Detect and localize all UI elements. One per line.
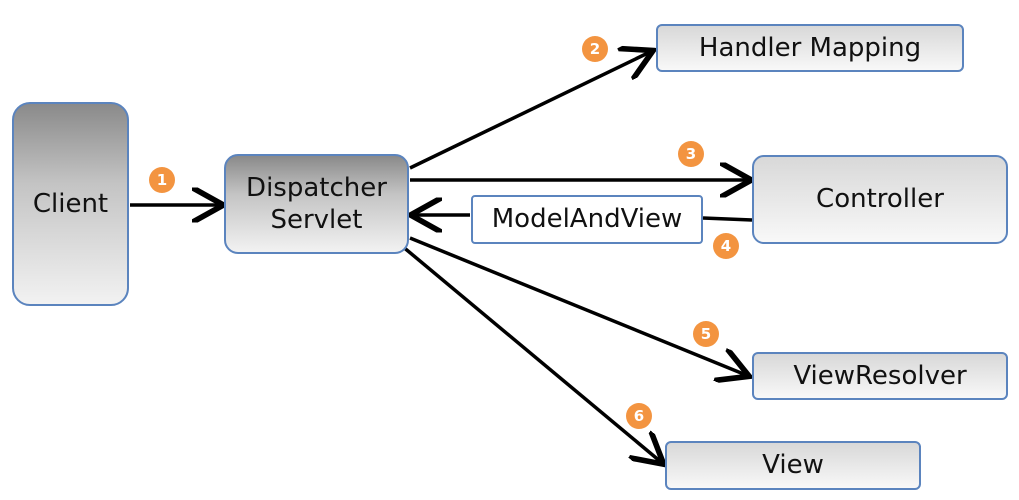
step-badge-4: 4 — [713, 233, 739, 259]
view-node: View — [665, 441, 921, 490]
view-resolver-node: ViewResolver — [752, 352, 1008, 400]
client-label: Client — [32, 188, 109, 219]
client-node: Client — [12, 102, 129, 306]
step-badge-1: 1 — [149, 167, 175, 193]
model-and-view-label: ModelAndView — [491, 204, 683, 235]
dispatcher-servlet-label: Dispatcher Servlet — [246, 172, 387, 237]
step-badge-2: 2 — [582, 36, 608, 62]
step-badge-3: 3 — [678, 141, 704, 167]
view-resolver-label: ViewResolver — [793, 360, 967, 391]
arrow-dispatcher-to-view — [400, 244, 661, 462]
arrow-dispatcher-to-view-resolver — [409, 236, 746, 375]
handler-mapping-node: Handler Mapping — [656, 24, 964, 72]
step-badge-5: 5 — [693, 321, 719, 347]
controller-node: Controller — [752, 155, 1008, 244]
dispatcher-servlet-node: Dispatcher Servlet — [224, 154, 409, 254]
dispatcher-label-line1: Dispatcher — [246, 172, 387, 203]
dispatcher-label-line2: Servlet — [270, 205, 363, 235]
handler-mapping-label: Handler Mapping — [698, 32, 922, 63]
arrow-dispatcher-to-handler-mapping — [409, 52, 650, 170]
arrow-controller-to-model-and-view — [702, 216, 753, 222]
view-label: View — [762, 450, 824, 481]
step-badge-6: 6 — [626, 403, 652, 429]
model-and-view-node: ModelAndView — [471, 195, 703, 244]
controller-label: Controller — [816, 184, 944, 215]
